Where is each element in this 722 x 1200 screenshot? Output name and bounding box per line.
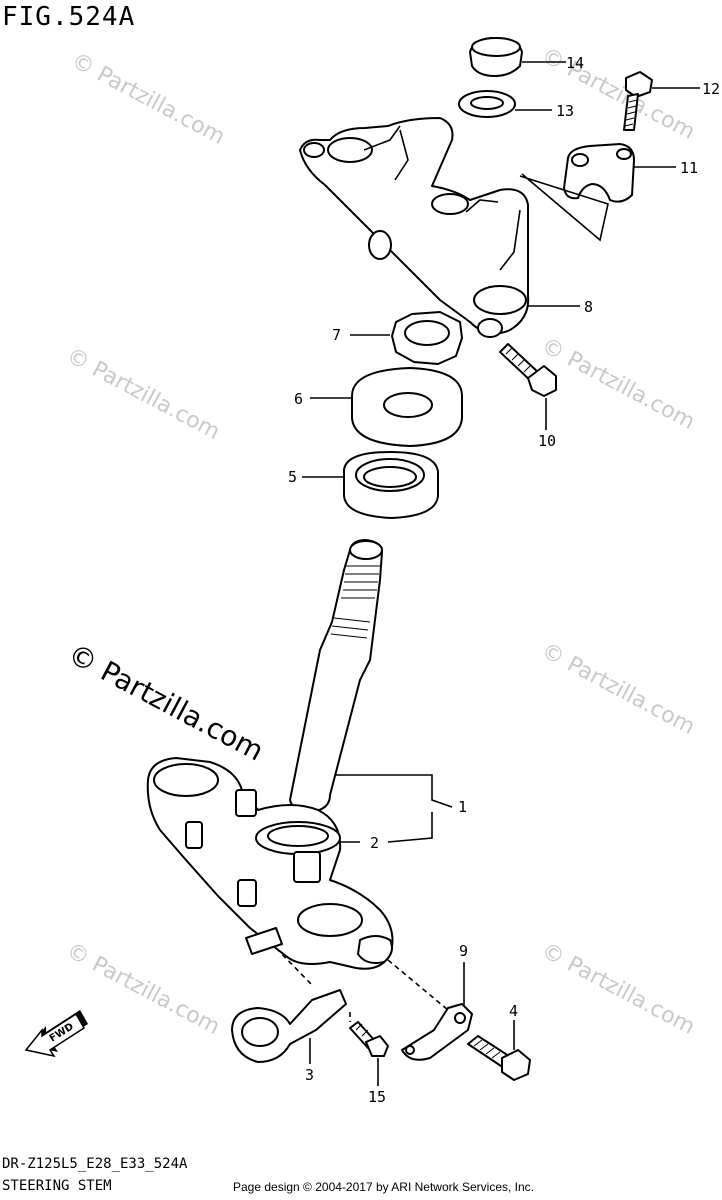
callout-labels: 14 13 12 11 8 7 6 10 5 1 2 9 4 3 15	[288, 54, 720, 1106]
watermark: © Partzilla.com	[537, 333, 699, 435]
watermark: © Partzilla.com	[537, 638, 699, 740]
callout-5: 5	[288, 468, 297, 486]
model-code: DR-Z125L5_E28_E33_524A	[2, 1156, 188, 1172]
part-15-screw[interactable]	[349, 1021, 389, 1057]
leader-lines	[302, 61, 700, 1086]
part-1-steering-stem[interactable]	[289, 539, 383, 813]
callout-8: 8	[584, 298, 593, 316]
section-name: STEERING STEM	[2, 1178, 112, 1194]
callout-3: 3	[305, 1066, 314, 1084]
page-credit: Page design © 2004-2017 by ARI Network S…	[233, 1180, 535, 1194]
callout-12: 12	[702, 80, 720, 98]
callout-10: 10	[538, 432, 556, 450]
callout-11: 11	[680, 159, 698, 177]
callout-14: 14	[566, 54, 584, 72]
callout-6: 6	[294, 390, 303, 408]
part-12-bolt[interactable]	[623, 71, 653, 131]
part-14-cap[interactable]	[469, 37, 523, 77]
part-11-handlebar-clamp[interactable]	[563, 143, 635, 203]
fwd-arrow-icon: FWD	[24, 1010, 88, 1058]
callout-2: 2	[370, 834, 379, 852]
callout-7: 7	[332, 326, 341, 344]
callout-4: 4	[509, 1002, 518, 1020]
watermark: © Partzilla.com	[67, 48, 229, 150]
part-3-brake-hose-guide[interactable]	[231, 989, 347, 1063]
part-9-bracket[interactable]	[401, 1003, 473, 1061]
callout-15: 15	[368, 1088, 386, 1106]
alignment-lines	[275, 947, 449, 1022]
callout-1: 1	[458, 798, 467, 816]
watermark: © Partzilla.com	[537, 938, 699, 1040]
part-5-bearing[interactable]	[343, 451, 439, 519]
callout-9: 9	[459, 942, 468, 960]
figure-title: FIG.524A	[2, 2, 136, 32]
part-8-upper-bracket[interactable]	[299, 117, 530, 338]
part-10-bolt[interactable]	[499, 343, 557, 397]
watermark: © Partzilla.com	[62, 343, 224, 445]
part-13-washer[interactable]	[458, 90, 516, 118]
part-7-nut[interactable]	[391, 311, 463, 365]
callout-13: 13	[556, 102, 574, 120]
watermark-main: © Partzilla.com	[63, 637, 269, 768]
part-6-dust-seal[interactable]	[351, 367, 463, 447]
watermark: © Partzilla.com	[537, 43, 699, 145]
part-4-bolt[interactable]	[467, 1035, 531, 1081]
lower-bracket[interactable]	[146, 757, 394, 970]
